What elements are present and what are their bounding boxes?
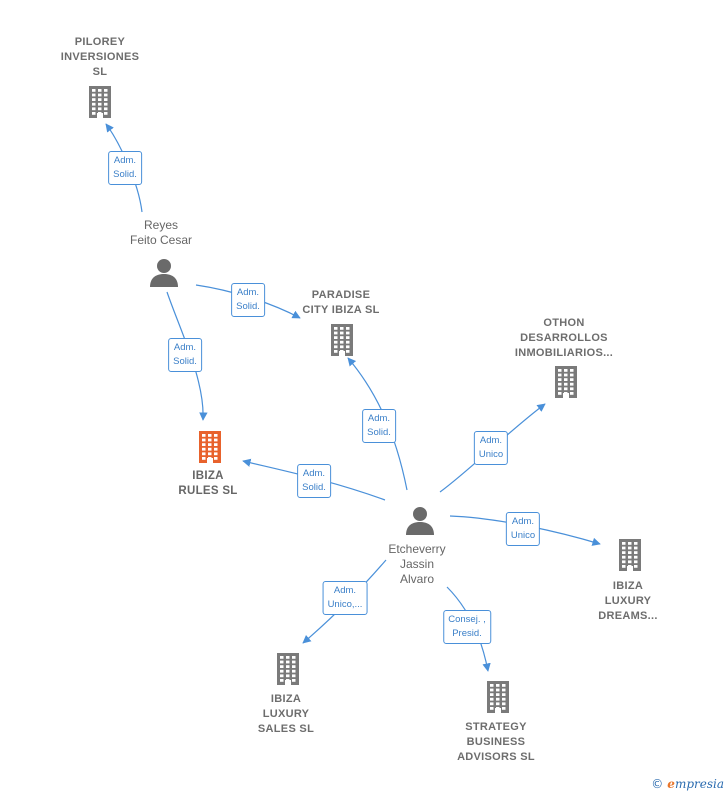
node-label[interactable]: IBIZA RULES SL	[178, 470, 238, 497]
relation-label-etcheverry-othon[interactable]: Adm. Unico	[473, 431, 509, 465]
node-label[interactable]: IBIZA LUXURY SALES SL	[257, 693, 315, 735]
relation-label-etcheverry-ibiza_sales[interactable]: Adm. Unico,...	[322, 581, 368, 615]
node-label[interactable]: Etcheverry Jassin Alvaro	[388, 542, 446, 586]
node-label[interactable]: PILOREY INVERSIONES SL	[60, 36, 140, 78]
node-label[interactable]: IBIZA LUXURY DREAMS...	[598, 580, 658, 622]
relation-label-etcheverry-ibiza_rules[interactable]: Adm. Solid.	[297, 464, 331, 498]
building-icon[interactable]	[552, 365, 580, 404]
node-label[interactable]: Reyes Feito Cesar	[129, 218, 193, 247]
relation-label-reyes-pilorey[interactable]: Adm. Solid.	[108, 151, 142, 185]
node-label[interactable]: PARADISE CITY IBIZA SL	[302, 289, 380, 316]
relation-label-reyes-paradise[interactable]: Adm. Solid.	[231, 283, 265, 317]
building-icon[interactable]	[328, 323, 356, 362]
node-label[interactable]: OTHON DESARROLLOS INMOBILIARIOS...	[514, 317, 614, 359]
building-icon[interactable]	[616, 538, 644, 577]
person-icon[interactable]	[149, 257, 179, 292]
building-icon[interactable]	[484, 680, 512, 719]
copyright-icon: ©	[651, 777, 664, 791]
relation-label-etcheverry-strategy[interactable]: Consej. , Presid.	[443, 610, 491, 644]
building-icon[interactable]	[86, 85, 114, 124]
relation-label-etcheverry-ibiza_dreams[interactable]: Adm. Unico	[505, 512, 541, 546]
building-icon[interactable]	[196, 430, 224, 469]
person-icon[interactable]	[405, 505, 435, 540]
relation-label-reyes-ibiza_rules[interactable]: Adm. Solid.	[168, 338, 202, 372]
node-label[interactable]: STRATEGY BUSINESS ADVISORS SL	[457, 721, 535, 763]
relation-label-etcheverry-paradise[interactable]: Adm. Solid.	[362, 409, 396, 443]
empresia-logo: ©empresia	[651, 777, 724, 791]
building-icon[interactable]	[274, 652, 302, 691]
